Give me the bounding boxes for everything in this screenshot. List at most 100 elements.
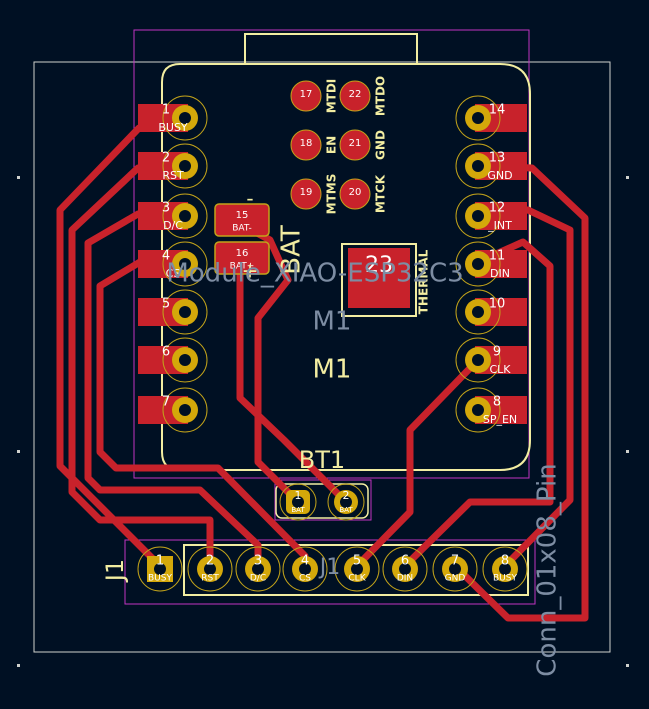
through-hole-pads bbox=[137, 95, 528, 592]
j1-pin-net-7: GND bbox=[445, 574, 466, 584]
right-pin-net-13: GND bbox=[487, 169, 512, 182]
trace-5 bbox=[353, 356, 482, 570]
j1-hole-2-hole bbox=[204, 563, 216, 575]
board-layer bbox=[17, 61, 629, 667]
left-pin-num-4: 4 bbox=[162, 249, 170, 264]
bt-hole-2 bbox=[340, 496, 352, 508]
j1-pin-num-1: 1 bbox=[156, 554, 164, 569]
trace-10 bbox=[236, 264, 350, 506]
bt-pin-num-2: 2 bbox=[343, 489, 350, 502]
bat-pad-15 bbox=[214, 203, 270, 237]
j1-hole-3-ring bbox=[235, 546, 281, 592]
j1-pin-net-2: RST bbox=[201, 574, 219, 584]
battery-body-outline bbox=[275, 483, 369, 519]
left-hole-7-ring bbox=[162, 387, 208, 433]
left-hole-2-hole bbox=[179, 160, 191, 172]
silkscreen-layer bbox=[161, 33, 531, 596]
j1-hole-3-hole bbox=[252, 563, 264, 575]
j1-hole-4-hole bbox=[299, 563, 311, 575]
right-pin-num-14: 14 bbox=[489, 103, 506, 118]
jtag-pad-label-21: GND bbox=[374, 130, 388, 160]
jtag-pad-22 bbox=[339, 80, 371, 112]
usb-connector-outline bbox=[244, 33, 418, 65]
left-pin-num-6: 6 bbox=[162, 345, 170, 360]
jtag-pad-num-18: 18 bbox=[300, 138, 313, 149]
j1-pin-num-2: 2 bbox=[206, 554, 214, 569]
right-pin-net-12: _INT bbox=[487, 219, 512, 232]
left-pin-num-1: 1 bbox=[162, 103, 170, 118]
bt-ring-2 bbox=[327, 483, 365, 521]
right-hole-14-hole bbox=[472, 112, 484, 124]
j1-hole-7-ring bbox=[432, 546, 478, 592]
left-hole-4-hole bbox=[179, 258, 191, 270]
thermal-pad bbox=[348, 248, 410, 308]
j1-hole-8-hole bbox=[499, 563, 511, 575]
jtag-pad-20 bbox=[339, 178, 371, 210]
jtag-pad-num-17: 17 bbox=[300, 89, 313, 100]
board-corner-marks bbox=[17, 176, 629, 667]
right-pin-net-8: SP_EN bbox=[483, 413, 517, 426]
left-hole-5-hole bbox=[179, 306, 191, 318]
j1-hole-6-ring bbox=[382, 546, 428, 592]
j1-hole-8-ring bbox=[482, 546, 528, 592]
j1-hole-1-hole bbox=[154, 563, 166, 575]
right-hole-9-hole bbox=[472, 354, 484, 366]
left-pin-net-2: RST bbox=[162, 169, 184, 182]
right-hole-9-ring bbox=[455, 337, 501, 383]
right-hole-14-ring bbox=[455, 95, 501, 141]
jtag-pad-17 bbox=[290, 80, 322, 112]
j1-hole-2-ring bbox=[187, 546, 233, 592]
jtag-pad-19 bbox=[290, 178, 322, 210]
left-hole-4-ring bbox=[162, 241, 208, 287]
j1-pin-net-3: D/C bbox=[250, 574, 266, 584]
bt-pin-num-1: 1 bbox=[295, 489, 302, 502]
right-hole-12-hole bbox=[472, 210, 484, 222]
connector-ref-text: J1 bbox=[101, 559, 129, 583]
left-hole-1-ring bbox=[162, 95, 208, 141]
battery-ref-text: BT1 bbox=[299, 446, 345, 474]
j1-pin-net-8: BUSY bbox=[493, 574, 517, 584]
j1-pin-net-6: DIN bbox=[397, 574, 413, 584]
left-hole-6-ring bbox=[162, 337, 208, 383]
j1-hole-6-hole bbox=[399, 563, 411, 575]
module-body-outline bbox=[161, 63, 531, 471]
left-hole-1-hole bbox=[179, 112, 191, 124]
trace-6 bbox=[401, 238, 554, 570]
connector-ref-overlay: J1 bbox=[318, 555, 341, 580]
jtag-pad-label-17: MTDI bbox=[325, 79, 339, 114]
module-value-text: M1 bbox=[313, 355, 352, 385]
left-pin-num-7: 7 bbox=[162, 395, 170, 410]
j1-hole-5-hole bbox=[351, 563, 363, 575]
module-footprint-text: Module_XIAO-ESP32C3 bbox=[166, 259, 463, 289]
bt-ring-1 bbox=[279, 483, 317, 521]
right-pin-num-8: 8 bbox=[493, 395, 501, 410]
left-hole-2-ring bbox=[162, 143, 208, 189]
bat-pad-label-15: BAT- bbox=[232, 224, 252, 234]
left-pin-num-3: 3 bbox=[162, 201, 170, 216]
jtag-pad-label-22: MTDO bbox=[374, 76, 388, 116]
jtag-pad-num-22: 22 bbox=[349, 89, 362, 100]
bat-plus-silk: + bbox=[242, 259, 259, 283]
left-pin-num-2: 2 bbox=[162, 151, 170, 166]
j1-pin-net-1: BUSY bbox=[148, 574, 172, 584]
right-hole-13-ring bbox=[455, 143, 501, 189]
jtag-pad-label-18: EN bbox=[325, 136, 339, 154]
right-hole-10-hole bbox=[472, 306, 484, 318]
right-hole-10-ring bbox=[455, 289, 501, 335]
j1-pin-num-7: 7 bbox=[451, 554, 459, 569]
connector-body-outline bbox=[183, 544, 529, 596]
jtag-pad-18 bbox=[290, 129, 322, 161]
left-pin-net-4: CS bbox=[166, 267, 181, 280]
bt-hole-1 bbox=[292, 496, 304, 508]
right-pin-net-11: DIN bbox=[490, 267, 510, 280]
j1-pin-net-5: CLK bbox=[348, 574, 366, 584]
jtag-pad-num-20: 20 bbox=[349, 187, 362, 198]
j1-hole-7-hole bbox=[449, 563, 461, 575]
right-hole-11-ring bbox=[455, 241, 501, 287]
trace-9 bbox=[236, 220, 302, 506]
bt-pin-net-2: BAT bbox=[339, 506, 353, 514]
right-pin-num-13: 13 bbox=[489, 151, 506, 166]
j1-pin-num-3: 3 bbox=[254, 554, 262, 569]
